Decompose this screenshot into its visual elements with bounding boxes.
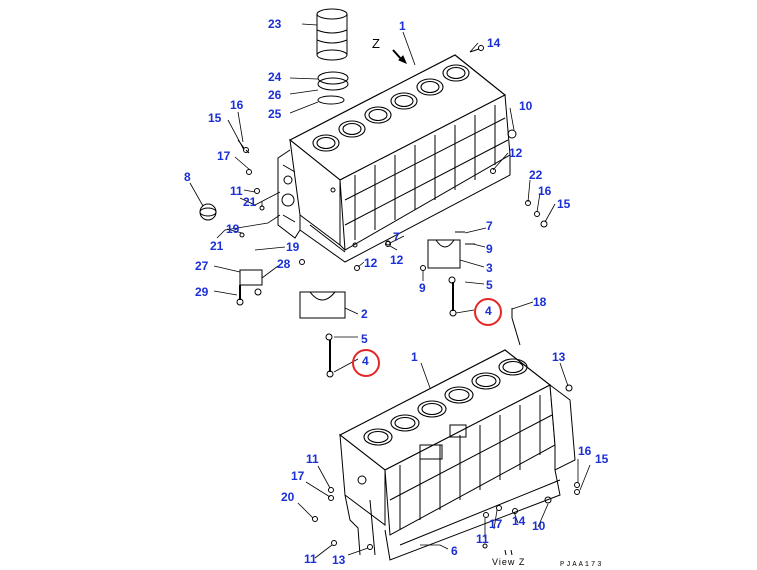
callout-7[interactable]: 7 bbox=[486, 219, 493, 233]
callout-28[interactable]: 28 bbox=[277, 257, 291, 271]
callout-15[interactable]: 15 bbox=[595, 452, 609, 466]
callout-15[interactable]: 15 bbox=[208, 111, 222, 125]
bottom-leader-lines bbox=[297, 362, 591, 559]
callout-7[interactable]: 7 bbox=[393, 230, 400, 244]
callout-25[interactable]: 25 bbox=[268, 107, 282, 121]
callout-11[interactable]: 11 bbox=[304, 552, 317, 566]
callout-12[interactable]: 12 bbox=[364, 256, 378, 270]
callout-9[interactable]: 9 bbox=[419, 281, 426, 295]
callout-17[interactable]: 17 bbox=[489, 517, 503, 531]
view-z-marker: Z bbox=[372, 36, 380, 51]
callout-5[interactable]: 5 bbox=[361, 332, 368, 346]
callout-29[interactable]: 29 bbox=[195, 285, 209, 299]
top-hardware bbox=[199, 45, 548, 378]
callout-18[interactable]: 18 bbox=[533, 295, 547, 309]
callout-21[interactable]: 21 bbox=[243, 195, 257, 209]
callout-2[interactable]: 2 bbox=[361, 307, 368, 321]
callout-23[interactable]: 23 bbox=[268, 17, 282, 31]
callout-16[interactable]: 16 bbox=[538, 184, 552, 198]
callout-26[interactable]: 26 bbox=[268, 88, 282, 102]
drawing-code: PJAA173 bbox=[560, 561, 604, 569]
top-cylinder-block bbox=[277, 54, 511, 263]
callout-11[interactable]: 11 bbox=[306, 452, 319, 466]
callout-17[interactable]: 17 bbox=[217, 149, 231, 163]
callout-19[interactable]: 19 bbox=[286, 240, 300, 254]
callout-10[interactable]: 10 bbox=[532, 519, 546, 533]
callout-12[interactable]: 12 bbox=[390, 253, 404, 267]
callout-3[interactable]: 3 bbox=[486, 261, 493, 275]
callout-20[interactable]: 20 bbox=[281, 490, 295, 504]
callout-5[interactable]: 5 bbox=[486, 278, 493, 292]
callout-9[interactable]: 9 bbox=[486, 242, 493, 256]
bottom-cylinder-block bbox=[338, 349, 576, 561]
callout-16[interactable]: 16 bbox=[230, 98, 244, 112]
callout-11[interactable]: 11 bbox=[476, 532, 489, 546]
view-caption: View Z bbox=[492, 557, 526, 567]
bottom-hardware bbox=[312, 384, 580, 550]
callout-13[interactable]: 13 bbox=[552, 350, 566, 364]
callout-1[interactable]: 1 bbox=[399, 19, 406, 33]
callout-11[interactable]: 11 bbox=[230, 184, 243, 198]
callout-6[interactable]: 6 bbox=[451, 544, 458, 558]
callout-15[interactable]: 15 bbox=[557, 197, 571, 211]
callout-27[interactable]: 27 bbox=[195, 259, 209, 273]
callout-12[interactable]: 12 bbox=[509, 146, 523, 160]
cylinder-bores bbox=[312, 64, 470, 152]
callout-16[interactable]: 16 bbox=[578, 444, 592, 458]
cylinder-liner bbox=[316, 8, 349, 105]
callout-21[interactable]: 21 bbox=[210, 239, 224, 253]
callout-24[interactable]: 24 bbox=[268, 70, 282, 84]
view-z-arrow bbox=[392, 49, 407, 64]
view-caption-mark bbox=[504, 549, 513, 556]
callout-8[interactable]: 8 bbox=[184, 170, 191, 184]
callout-14[interactable]: 14 bbox=[487, 36, 501, 50]
top-leader-lines bbox=[189, 23, 556, 373]
callout-10[interactable]: 10 bbox=[519, 99, 533, 113]
callout-17[interactable]: 17 bbox=[291, 469, 305, 483]
highlight-ring-4-upper bbox=[474, 298, 502, 326]
highlight-ring-4-lower bbox=[352, 349, 380, 377]
callout-14[interactable]: 14 bbox=[512, 514, 526, 528]
callout-13[interactable]: 13 bbox=[332, 553, 346, 567]
callout-22[interactable]: 22 bbox=[529, 168, 543, 182]
callout-1[interactable]: 1 bbox=[411, 350, 418, 364]
callout-19[interactable]: 19 bbox=[226, 222, 240, 236]
